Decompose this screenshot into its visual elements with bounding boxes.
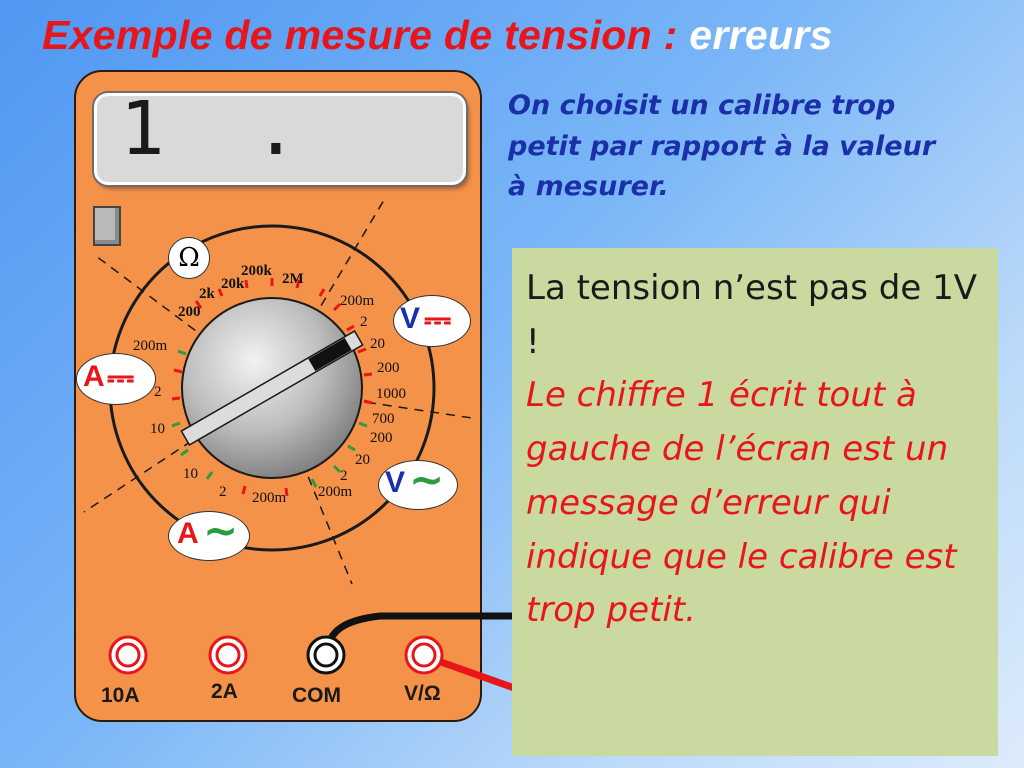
explanation-box: La tension n’est pas de 1V ! Le chiffre … <box>512 248 998 756</box>
jack-label-vohm: V/Ω <box>404 682 441 705</box>
knob-pointer <box>180 330 364 446</box>
jack-com-socket <box>306 635 346 675</box>
dc-current-marker: A ⎓ <box>76 353 156 405</box>
aca-range-10: 10 <box>183 466 198 482</box>
ac-current-symbol: ~ <box>203 506 239 555</box>
ac-current-marker: A ~ <box>168 506 250 561</box>
explanation-detail: Le chiffre 1 écrit tout à gauche de l’éc… <box>526 375 957 631</box>
jack-vohm-socket <box>404 635 444 675</box>
dcv-range-2: 2 <box>360 314 368 330</box>
dc-voltage-letter: V <box>400 302 421 335</box>
ohm-range-2k: 2k <box>199 286 215 302</box>
title-main: Exemple de mesure de tension : <box>42 12 678 58</box>
ohm-mode-marker: Ω <box>168 237 210 279</box>
dc-voltage-symbol: ⎓ <box>424 300 452 340</box>
multimeter-display <box>94 93 466 185</box>
acv-range-20: 20 <box>355 452 370 468</box>
dcv-range-1000: 1000 <box>376 386 406 402</box>
dca-range-10: 10 <box>150 421 165 437</box>
ohm-range-20k: 20k <box>221 276 245 292</box>
ohm-symbol: Ω <box>178 243 200 273</box>
dcv-range-200m: 200m <box>340 293 375 309</box>
dc-current-letter: A <box>83 360 105 393</box>
jack-label-com: COM <box>292 684 341 707</box>
title-accent: erreurs <box>689 12 833 58</box>
jack-label-10a: 10A <box>101 684 140 707</box>
ohm-range-200: 200 <box>178 304 201 320</box>
acv-range-200m: 200m <box>318 484 353 500</box>
jack-label-2a: 2A <box>211 680 238 703</box>
jack-2a-socket <box>208 635 248 675</box>
dcv-range-20: 20 <box>370 336 385 352</box>
dca-range-2: 2 <box>154 384 162 400</box>
ohm-range-2M: 2M <box>282 271 304 287</box>
ohm-range-200k: 200k <box>241 263 272 279</box>
aca-range-2: 2 <box>219 484 227 500</box>
ac-voltage-symbol: ~ <box>409 455 445 504</box>
dcv-range-200: 200 <box>377 360 400 376</box>
jack-10a-socket <box>108 635 148 675</box>
dc-current-symbol: ⎓ <box>107 358 135 398</box>
explanation-statement: La tension n’est pas de 1V ! <box>526 268 977 362</box>
display-reading: 1 . <box>120 86 299 172</box>
acv-range-700: 700 <box>372 411 395 427</box>
dial-ticks <box>171 278 373 497</box>
acv-range-2: 2 <box>340 468 348 484</box>
ac-voltage-marker: V ~ <box>378 455 458 510</box>
ac-voltage-letter: V <box>385 466 406 499</box>
ac-current-letter: A <box>177 517 199 550</box>
range-note: On choisit un calibre trop petit par rap… <box>508 90 936 202</box>
slide-title: Exemple de mesure de tension : erreurs <box>42 12 833 59</box>
aca-range-200m: 200m <box>252 490 287 506</box>
power-button[interactable] <box>93 206 121 246</box>
dca-range-200m: 200m <box>133 338 168 354</box>
acv-range-200: 200 <box>370 430 393 446</box>
dc-voltage-marker: V ⎓ <box>393 295 471 347</box>
